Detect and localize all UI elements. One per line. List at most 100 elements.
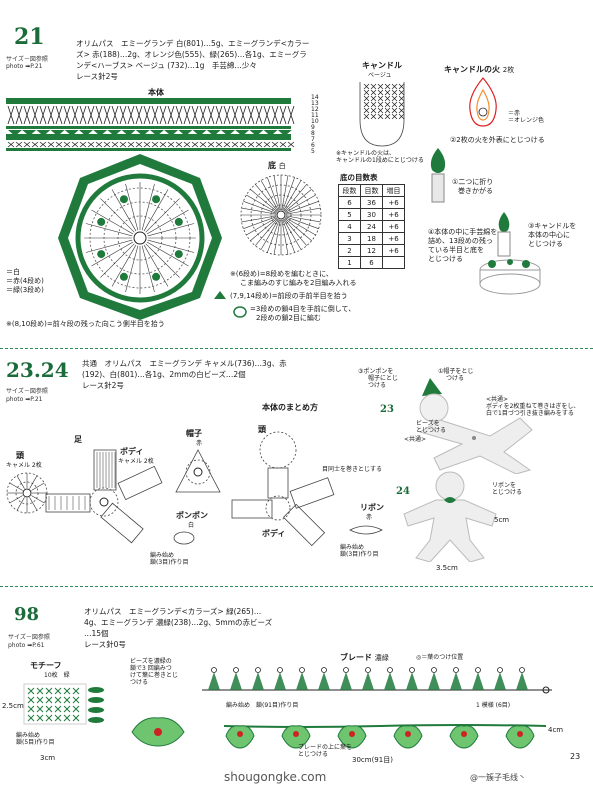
motif-stitch	[36, 696, 44, 704]
stitch-spoke	[147, 239, 195, 253]
candle-chart	[359, 82, 405, 147]
gingerbread-23	[418, 378, 533, 474]
x-stitch	[183, 141, 191, 148]
bottom-spoke	[282, 219, 295, 253]
section-divider-2	[0, 586, 593, 587]
pompom-color: 白	[188, 522, 195, 529]
leaf-position-mark	[431, 667, 437, 673]
color-legend-21: ＝白 ＝赤(4段め) ＝緑(3段め)	[6, 268, 44, 294]
flame-label: キャンドルの火 2枚	[444, 65, 515, 74]
bottom-spoke	[273, 219, 281, 255]
fan-stitch	[8, 130, 22, 136]
ribbon-label: リボン	[360, 503, 384, 512]
stitch-spoke	[111, 244, 137, 287]
x-stitch	[23, 105, 31, 125]
materials-98: オリムパス エミーグランデ<カラーズ> 緑(265)… 4g、エミーグランデ 濃…	[84, 607, 273, 649]
bottom-spoke	[255, 218, 279, 246]
x-stitch	[247, 141, 255, 148]
gingerbread-24	[403, 471, 497, 562]
stitch-spoke	[91, 241, 134, 267]
size-note: サイズ－図参照	[8, 634, 50, 641]
x-stitch	[87, 105, 95, 125]
motif-chart	[23, 683, 104, 725]
common-tag: <共通>	[404, 436, 427, 443]
bottom-spoke	[255, 184, 279, 212]
pompom-label: ポンポン	[176, 511, 208, 520]
note-6: ※(6段め)=8段めを編むときに、 こま編みのすじ編みを2目編み入れる	[230, 270, 357, 287]
band-green-row-low	[6, 134, 291, 140]
braid-fan	[340, 672, 352, 690]
motif-leaf	[88, 687, 104, 693]
start-chain-ribbon: 編み始め 鎖(3目)作り目	[340, 544, 379, 558]
bottom-spoke	[285, 201, 319, 214]
candle-stitch	[384, 113, 391, 120]
motif-stitch	[54, 696, 62, 704]
x-stitch	[39, 105, 47, 125]
x-stitch	[215, 141, 223, 148]
x-stitch	[255, 141, 263, 148]
candle-stitch	[370, 101, 377, 108]
section-divider-1	[0, 348, 593, 349]
bottom-spoke	[246, 194, 277, 213]
x-stitch	[119, 105, 127, 125]
fan-stitch	[79, 130, 93, 136]
fan-stitch	[235, 130, 250, 136]
green-ring	[75, 173, 205, 303]
stitch-spoke	[141, 245, 155, 293]
x-stitch	[199, 105, 207, 125]
candle-stitch	[377, 107, 384, 114]
section-number-21: 21	[14, 24, 45, 50]
bead	[293, 731, 299, 737]
motif-stitch	[72, 696, 80, 704]
bottom-spoke	[282, 177, 295, 211]
note-8-10: ※(8,10段め)=前々段の残った向こう側半目を拾う	[6, 320, 165, 328]
candle-color: ベージュ	[368, 72, 392, 79]
fan-stitch	[164, 130, 179, 136]
x-stitch	[47, 105, 55, 125]
x-stitch	[183, 105, 191, 125]
fig-24-label: 24	[396, 486, 410, 497]
motif-stitch	[72, 687, 80, 695]
stitch-spoke	[146, 209, 189, 235]
bottom-spoke	[281, 219, 289, 255]
petal-mark	[119, 195, 128, 204]
motif-stitch	[63, 696, 71, 704]
x-stitch	[119, 141, 127, 148]
motif-stitch	[54, 714, 62, 722]
fan-stitch	[263, 130, 278, 136]
bottom-spoke	[281, 175, 289, 211]
x-stitch	[287, 141, 295, 148]
bottom-spoke	[284, 189, 312, 213]
fan-stitch	[135, 130, 150, 136]
motif-stitch	[54, 687, 62, 695]
stitch-spoke	[91, 209, 134, 235]
leaf-position-mark	[365, 667, 371, 673]
candle-stitch	[370, 83, 377, 90]
braid-fan	[384, 672, 396, 690]
common-note: <共通> ボディを2枚重ねて巻きはぎをし、 白で1目づつ引き抜き編みをする	[486, 396, 580, 417]
x-stitch	[87, 141, 95, 148]
candle-stitch	[363, 113, 370, 120]
candle-stitch	[384, 95, 391, 102]
x-stitch	[55, 105, 63, 125]
x-stitch	[95, 105, 103, 125]
x-stitch	[127, 141, 135, 148]
fan-stitch	[206, 130, 221, 136]
braid-illustration	[223, 724, 547, 749]
bottom-spoke	[250, 189, 278, 213]
note-3: =3段めの鎖4目を手前に倒して、 2段めの鎖2目に編む	[250, 305, 356, 322]
candle-stitch	[377, 95, 384, 102]
motif-stitch	[45, 714, 53, 722]
leaf-position-mark	[409, 667, 415, 673]
motif-stitch	[63, 687, 71, 695]
motif-label: モチーフ	[30, 661, 62, 670]
fan-stitch	[107, 130, 122, 136]
braid-fan	[296, 672, 308, 690]
candle-stitch	[398, 89, 405, 96]
bottom-spoke	[285, 216, 319, 229]
ribbon-color: 赤	[366, 514, 373, 521]
flame-illustration	[430, 148, 446, 203]
fan-stitch	[150, 130, 164, 136]
bead	[517, 731, 523, 737]
